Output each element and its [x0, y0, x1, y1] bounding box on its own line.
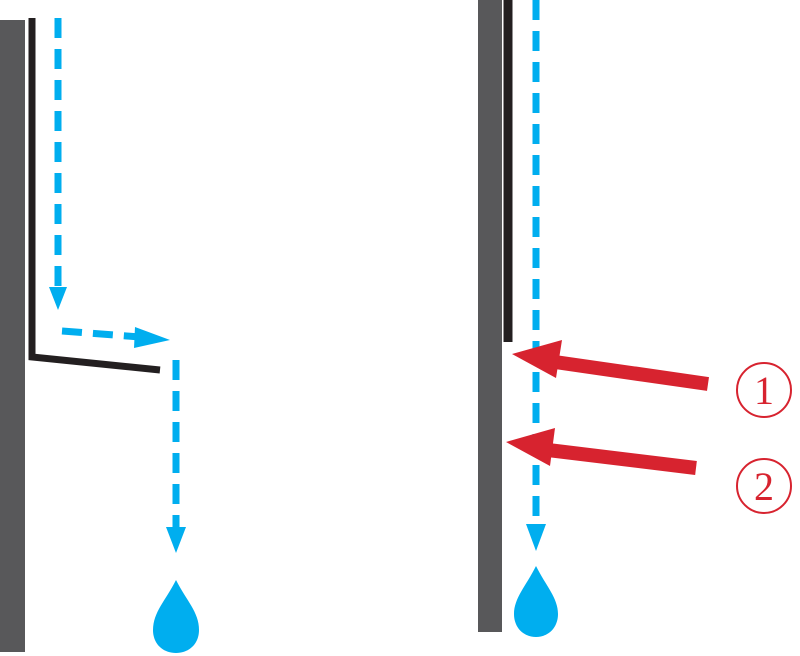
callout-1-badge: [736, 362, 792, 418]
left-flashing: [28, 18, 161, 374]
left-illustration: [0, 18, 199, 653]
callout-1-label: 1: [754, 368, 774, 413]
right-wall: [478, 0, 502, 632]
left-water-arrowhead-drip: [166, 527, 186, 553]
left-water-arrowhead-down: [49, 287, 67, 310]
callout-2-label: 2: [754, 464, 774, 509]
callout-2-arrowhead: [506, 428, 555, 466]
right-illustration: 1 2: [478, 0, 792, 637]
callout-1-arrowhead: [512, 340, 562, 378]
left-water-path-across: [61, 327, 141, 341]
left-wall: [0, 20, 25, 652]
left-water-arrowhead-across: [134, 327, 170, 348]
right-water-droplet-icon: [514, 566, 558, 637]
callout-2-arrow-shaft: [547, 443, 697, 475]
right-water-arrowhead: [526, 524, 546, 551]
callout-1-arrow-shaft: [554, 355, 709, 391]
callout-2: 2: [506, 428, 792, 514]
callout-1: 1: [512, 340, 792, 418]
callout-2-badge: [736, 458, 792, 514]
left-water-droplet-icon: [153, 580, 199, 653]
